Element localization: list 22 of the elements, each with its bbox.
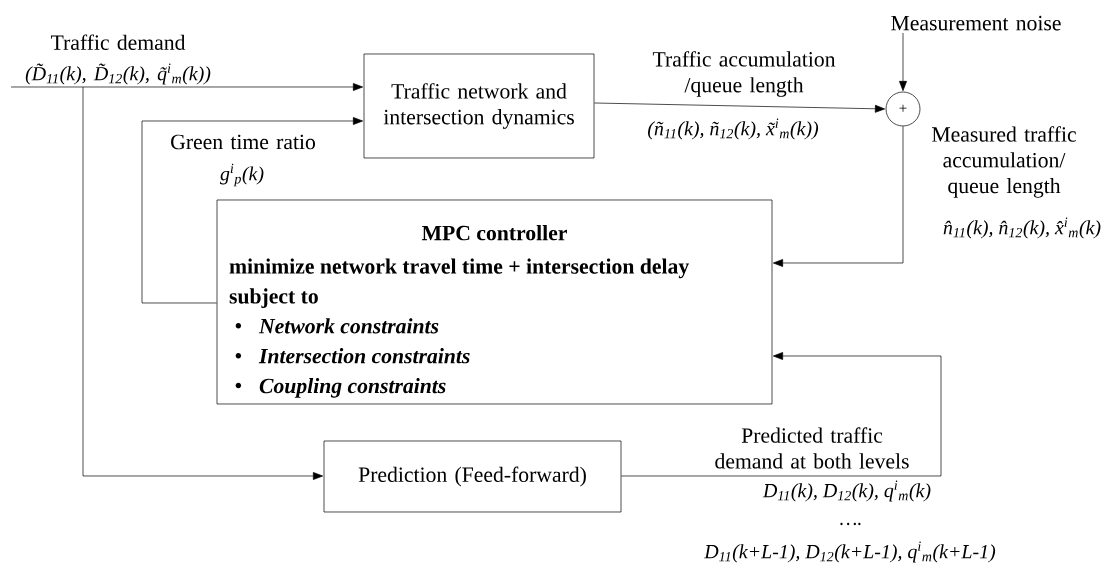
arrow [594, 102, 885, 113]
controller-box: MPC controller minimize network travel time + intersection delay subject to Network constraints Intersection constraints Coupling constraints [216, 199, 773, 405]
edge-label: Measured traffic accumulation/ queue length [932, 126, 1076, 198]
input-label: Measurement noise [891, 15, 1061, 31]
arrow [10, 83, 363, 91]
edge-label: Predicted traffic demand at both levels [715, 427, 909, 469]
process-box: Prediction (Feed-forward) [323, 440, 622, 513]
arrow [141, 117, 363, 304]
arrow [773, 126, 904, 267]
arrow [82, 86, 323, 480]
signal-formula: n̂$_{11}$(k), n̂$_{12}$(k), x̂$^{i}$$_{m}$(k) [943, 217, 1101, 239]
input-label: Traffic demand (D̃$_{11}$(k), D̃$_{12}$(k), q̃$^{i}$$_{m}$(k)) [25, 34, 211, 85]
edge-label: Green time ratio [171, 134, 315, 150]
signal-formula: D$_{11}$(k), D$_{12}$(k), q$^{i}$$_{m}$(k) [762, 480, 931, 502]
signal-formula: …. [840, 522, 861, 526]
summing-junction: + [885, 91, 921, 127]
edge-label: Traffic accumulation /queue length [652, 51, 836, 97]
process-box: Traffic network and intersection dynamics [363, 53, 595, 159]
arrow [899, 32, 907, 91]
signal-formula: D$_{11}$(k+L-1), D$_{12}$(k+L-1), q$^{i}$$_{m}$(k+L-1) [704, 541, 996, 563]
signal-formula: (ñ$_{11}$(k), ñ$_{12}$(k), x̃$^{i}$$_{m}$(k)) [648, 118, 819, 140]
arrow [621, 352, 942, 477]
